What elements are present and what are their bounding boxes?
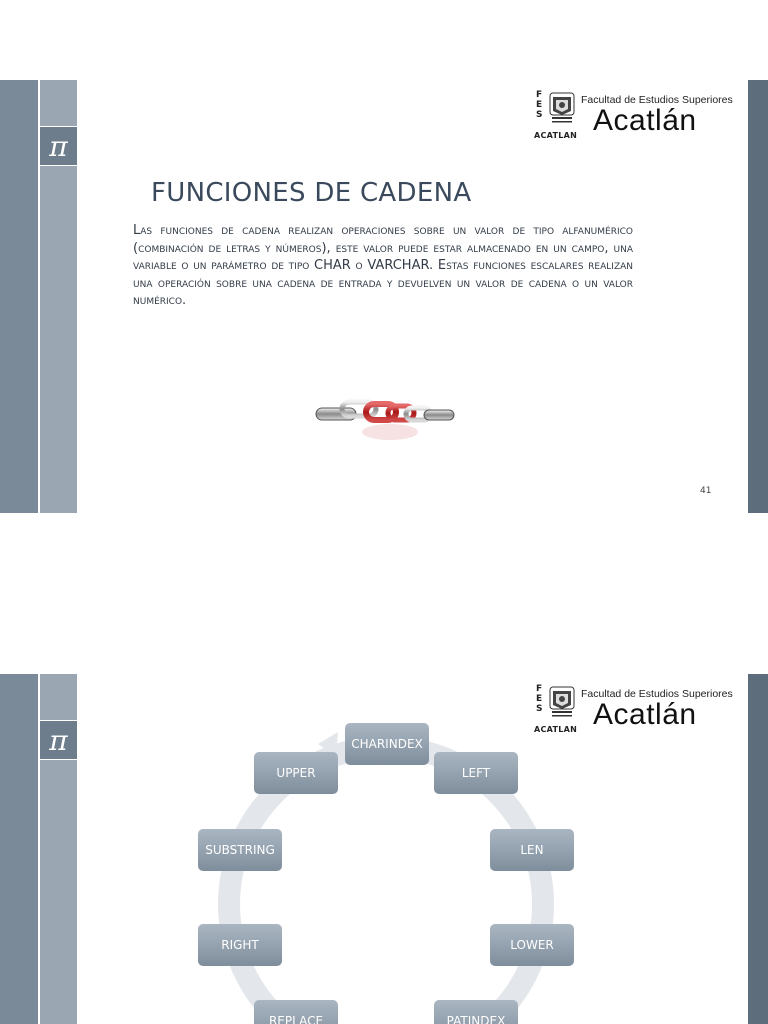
slide-body-text: Las funciones de cadena realizan operaci… bbox=[133, 223, 633, 308]
unam-crest-icon bbox=[549, 92, 575, 123]
logo-small-text: ACATLAN bbox=[534, 725, 578, 734]
cycle-node-charindex: CHARINDEX bbox=[345, 723, 429, 765]
unam-crest-icon bbox=[549, 686, 575, 717]
right-bar bbox=[748, 80, 768, 513]
logo-letter-s: S bbox=[536, 704, 543, 714]
logo-letter-e: E bbox=[536, 100, 543, 110]
cycle-node-right: RIGHT bbox=[198, 924, 282, 966]
right-bar bbox=[748, 674, 768, 1024]
chain-image bbox=[315, 399, 455, 440]
cycle-node-replace: REPLACE bbox=[254, 1000, 338, 1024]
cycle-node-patindex: PATINDEX bbox=[434, 1000, 518, 1024]
pi-icon: π bbox=[40, 720, 77, 760]
logo-main-text: Acatlán bbox=[593, 104, 697, 137]
slide-42: π F E S ACATLAN Facultad de Estudios Sup… bbox=[0, 674, 768, 1024]
logo-letter-e: E bbox=[536, 694, 543, 704]
cycle-node-len: LEN bbox=[490, 829, 574, 871]
cycle-node-substring: SUBSTRING bbox=[198, 829, 282, 871]
logo-letter-f: F bbox=[536, 684, 543, 694]
pi-icon: π bbox=[40, 126, 77, 166]
sidebar-outer bbox=[0, 674, 38, 1024]
sidebar-separator bbox=[38, 80, 40, 513]
slide-title: FUNCIONES DE CADENA bbox=[151, 178, 472, 208]
fes-acatlan-logo: F E S ACATLAN Facultad de Estudios Super… bbox=[534, 682, 734, 738]
logo-main-text: Acatlán bbox=[593, 698, 697, 731]
logo-letter-s: S bbox=[536, 110, 543, 120]
logo-small-text: ACATLAN bbox=[534, 131, 578, 140]
cycle-node-lower: LOWER bbox=[490, 924, 574, 966]
fes-acatlan-logo: F E S ACATLAN Facultad de Estudios Super… bbox=[534, 88, 734, 144]
page-number: 41 bbox=[700, 486, 712, 496]
logo-top-text: Facultad de Estudios Superiores bbox=[581, 688, 733, 700]
sidebar-outer bbox=[0, 80, 38, 513]
logo-letters: F E S bbox=[536, 684, 546, 714]
logo-letter-f: F bbox=[536, 90, 543, 100]
cycle-node-left: LEFT bbox=[434, 752, 518, 794]
logo-top-text: Facultad de Estudios Superiores bbox=[581, 94, 733, 106]
logo-letters: F E S bbox=[536, 90, 546, 120]
cycle-node-upper: UPPER bbox=[254, 752, 338, 794]
sidebar-separator bbox=[38, 674, 40, 1024]
slide-41: π F E S ACATLAN Facultad de Estudios Sup… bbox=[0, 80, 768, 513]
